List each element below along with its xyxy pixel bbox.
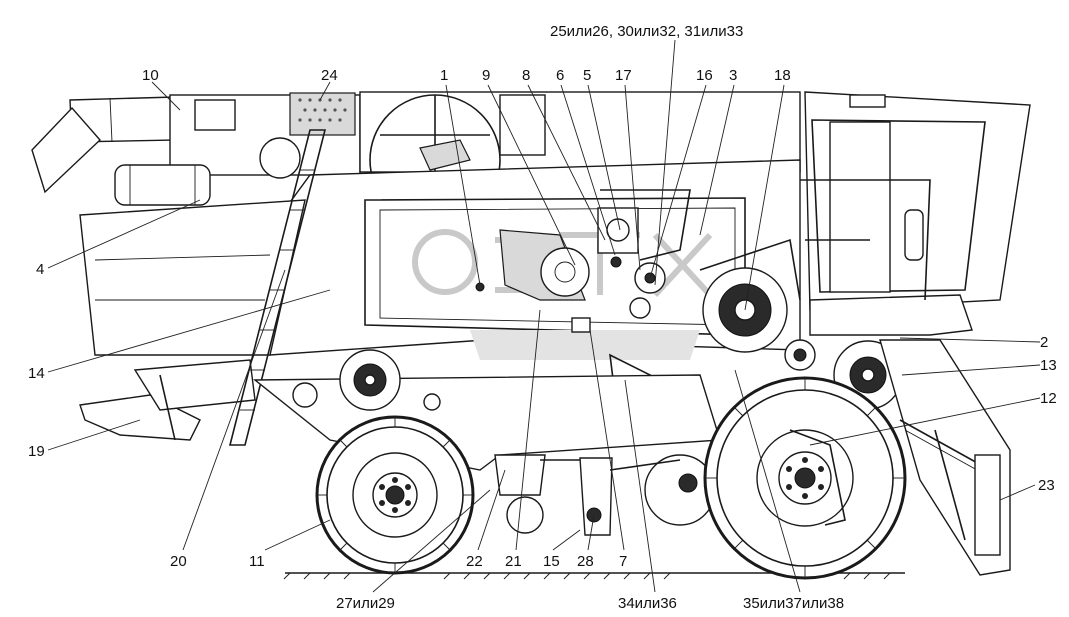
label-12: 12 xyxy=(1040,390,1057,407)
operator-cabin xyxy=(800,91,1031,336)
label-15: 15 xyxy=(543,553,560,570)
callout-labels: 1 2 3 4 5 6 7 8 9 10 11 12 13 14 15 16 1… xyxy=(28,23,1057,612)
rear-wheel xyxy=(315,415,475,575)
label-5: 5 xyxy=(583,67,591,84)
header-feeder xyxy=(879,339,1011,576)
label-10: 10 xyxy=(142,67,159,84)
straw-chopper xyxy=(79,359,256,441)
label-16: 16 xyxy=(696,67,713,84)
unloading-auger xyxy=(31,96,179,194)
label-34-36: 34или36 xyxy=(618,595,677,612)
label-23: 23 xyxy=(1038,477,1055,494)
label-14: 14 xyxy=(28,365,45,382)
label-35-37-38: 35или37или38 xyxy=(743,595,844,612)
leader-lines xyxy=(47,39,1041,593)
label-22: 22 xyxy=(466,553,483,570)
label-8: 8 xyxy=(522,67,530,84)
label-17: 17 xyxy=(615,67,632,84)
label-21: 21 xyxy=(505,553,522,570)
label-28: 28 xyxy=(577,553,594,570)
label-9: 9 xyxy=(482,67,490,84)
label-7: 7 xyxy=(619,553,627,570)
label-20: 20 xyxy=(170,553,187,570)
label-19: 19 xyxy=(28,443,45,460)
label-1: 1 xyxy=(440,67,448,84)
label-13: 13 xyxy=(1040,357,1057,374)
label-18: 18 xyxy=(774,67,791,84)
label-25-30-31: 25или26, 30или32, 31или33 xyxy=(550,23,743,40)
label-24: 24 xyxy=(321,67,338,84)
label-3: 3 xyxy=(729,67,737,84)
label-11: 11 xyxy=(249,553,265,570)
engine-compartment xyxy=(114,92,361,206)
label-6: 6 xyxy=(556,67,564,84)
label-4: 4 xyxy=(36,261,44,278)
label-27-29: 27или29 xyxy=(336,595,395,612)
front-wheel xyxy=(703,376,907,580)
label-2: 2 xyxy=(1040,334,1048,351)
